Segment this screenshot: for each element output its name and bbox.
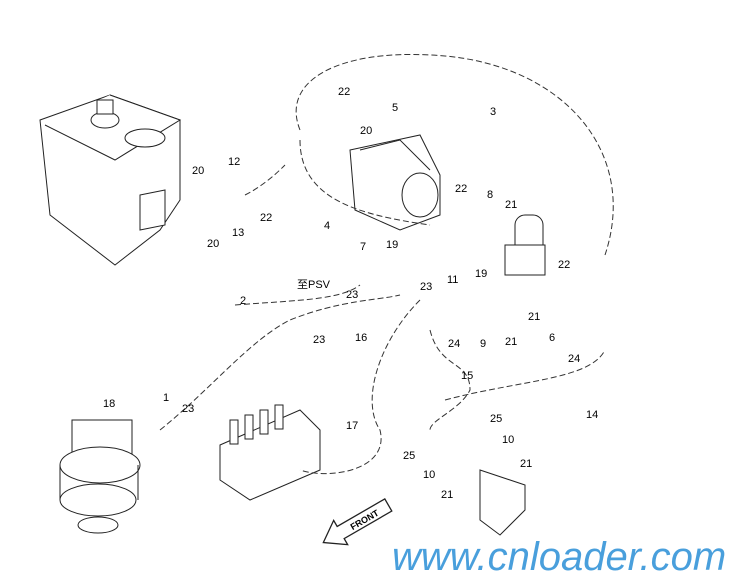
callout: 22: [338, 86, 350, 98]
callout: 25: [403, 450, 415, 462]
callout: 15: [461, 370, 473, 382]
psv-label: 至PSV: [297, 279, 331, 291]
callout: 11: [447, 274, 458, 286]
callout: 18: [103, 398, 115, 410]
hoses: [159, 53, 614, 475]
callout: 8: [487, 189, 493, 201]
callout: 24: [568, 353, 580, 365]
callout: 1: [163, 392, 169, 404]
callout: 12: [228, 156, 240, 168]
callout: 3: [490, 106, 496, 118]
callout: 23: [420, 281, 432, 293]
callout: 21: [520, 458, 532, 470]
callout: 21: [441, 489, 453, 501]
main-pump: [349, 134, 441, 231]
callout: 9: [480, 338, 486, 350]
callout: 22: [558, 259, 570, 271]
callout: 23: [182, 403, 194, 415]
callout: 21: [505, 336, 517, 348]
swing-motor: [59, 419, 141, 534]
callout: 4: [324, 220, 330, 232]
callout: 17: [346, 420, 358, 432]
pilot-valve-block: [479, 469, 526, 536]
callout: 20: [192, 165, 204, 177]
watermark: www.cnloader.com: [392, 535, 726, 577]
callout: 16: [355, 332, 367, 344]
callout: 19: [386, 239, 398, 251]
hydraulic-tank: [39, 94, 182, 266]
callout: 14: [586, 409, 598, 421]
callout: 19: [475, 268, 487, 280]
callout-labels: 22 5 3 20 20 12 22 13 20 4 22 8 21 7 19 …: [103, 86, 598, 501]
callout: 22: [455, 183, 467, 195]
front-direction-arrow: FRONT: [322, 498, 393, 546]
callout: 20: [360, 125, 372, 137]
callout: 13: [232, 227, 244, 239]
callout: 25: [490, 413, 502, 425]
callout: 7: [360, 241, 366, 253]
callout: 24: [448, 338, 460, 350]
callout: 10: [423, 469, 435, 481]
callout: 2: [240, 295, 246, 307]
callout: 21: [505, 199, 517, 211]
accumulator-valve: [504, 214, 546, 276]
callout: 23: [346, 289, 358, 301]
callout: 10: [502, 434, 514, 446]
control-valve: [219, 404, 321, 501]
callout: 22: [260, 212, 272, 224]
callout: 20: [207, 238, 219, 250]
callout: 21: [528, 311, 540, 323]
callout: 23: [313, 334, 325, 346]
callout: 5: [392, 102, 398, 114]
callout: 6: [549, 332, 555, 344]
